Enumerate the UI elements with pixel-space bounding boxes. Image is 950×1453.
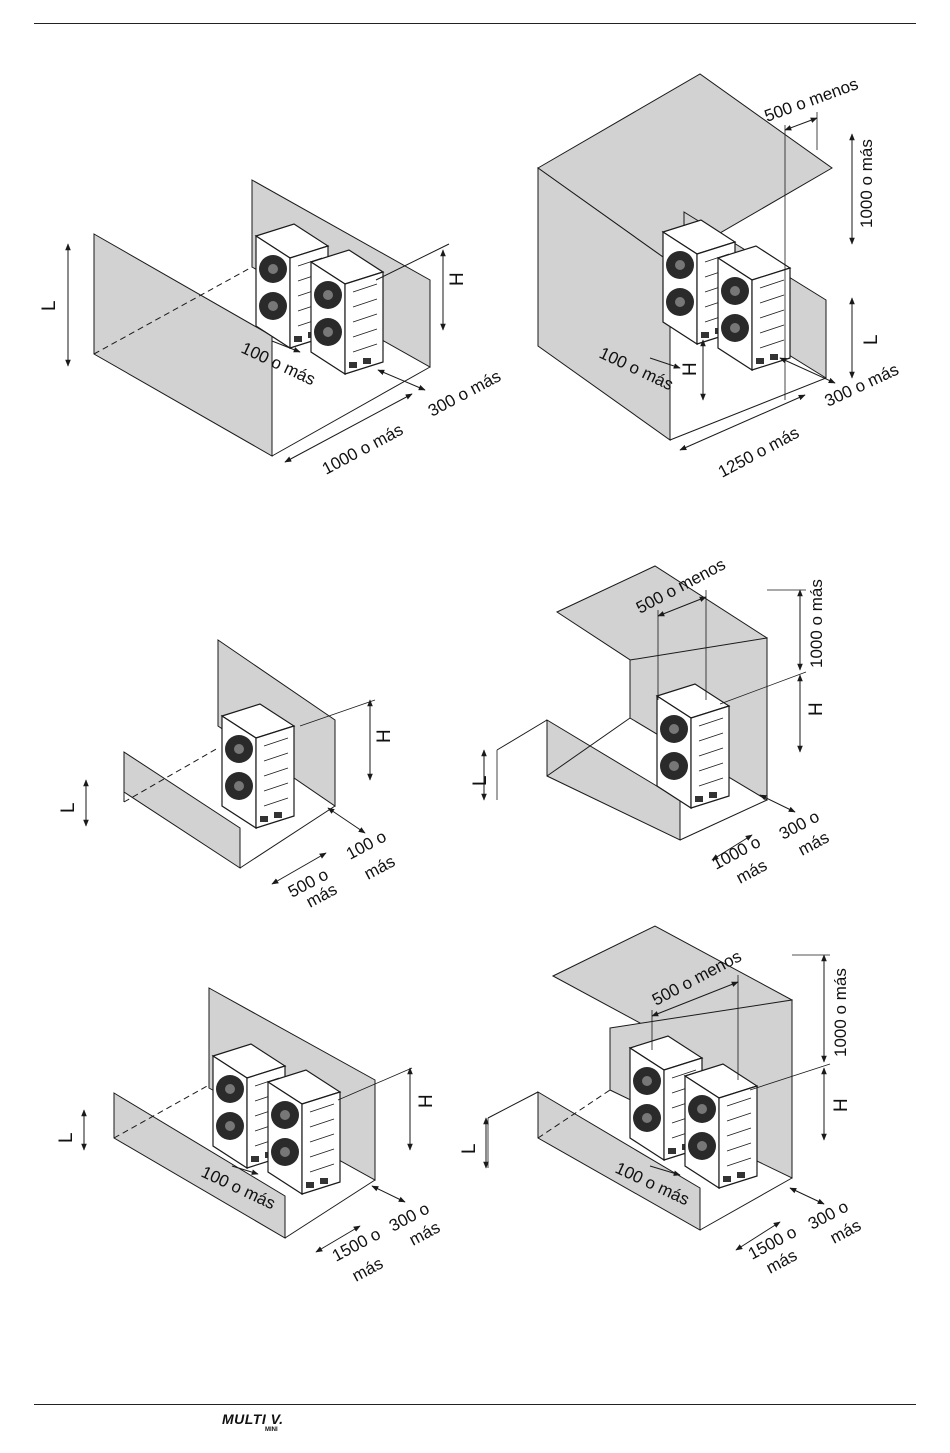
label-H: H <box>416 1094 437 1108</box>
logo-subtext: MINI <box>265 1427 278 1433</box>
diagram-bottom-left: L H 100 o más 300 o más 1500 o más <box>56 988 443 1286</box>
label-L: L <box>459 1143 480 1154</box>
label-front-b: más <box>349 1254 386 1286</box>
label-L: L <box>861 334 882 345</box>
diagram-top-left: L H 100 o más 300 o más 1000 o más <box>39 180 504 479</box>
label-rear: 300 o más <box>822 360 902 411</box>
label-H: H <box>374 729 395 743</box>
label-overhang: 500 o menos <box>762 74 861 125</box>
label-side-b: más <box>361 852 398 884</box>
label-H: H <box>831 1098 852 1112</box>
label-clearance: 1000 o más <box>807 579 826 668</box>
label-front: 1250 o más <box>715 423 802 481</box>
label-H: H <box>806 702 827 716</box>
label-L: L <box>470 775 491 786</box>
label-front: 1000 o más <box>319 420 406 478</box>
diagram-bottom-right: 500 o menos 1000 o más H L 100 o más 300… <box>459 926 864 1278</box>
label-L: L <box>56 1132 77 1143</box>
logo-text: MULTI V. <box>222 1411 284 1427</box>
label-L: L <box>58 802 79 813</box>
diagram-top-right: 500 o menos 1000 o más L H 100 o más 300… <box>538 74 902 482</box>
label-clearance: 1000 o más <box>857 139 876 228</box>
label-H: H <box>447 272 468 286</box>
label-H: H <box>680 362 701 376</box>
diagram-mid-left: L H 100 o más 500 o más <box>58 640 398 912</box>
diagram-mid-right: 500 o menos 1000 o más H L 300 o más 100… <box>470 555 832 888</box>
label-clearance: 1000 o más <box>831 968 850 1057</box>
label-L: L <box>39 300 60 311</box>
label-rear: 300 o más <box>425 366 504 420</box>
